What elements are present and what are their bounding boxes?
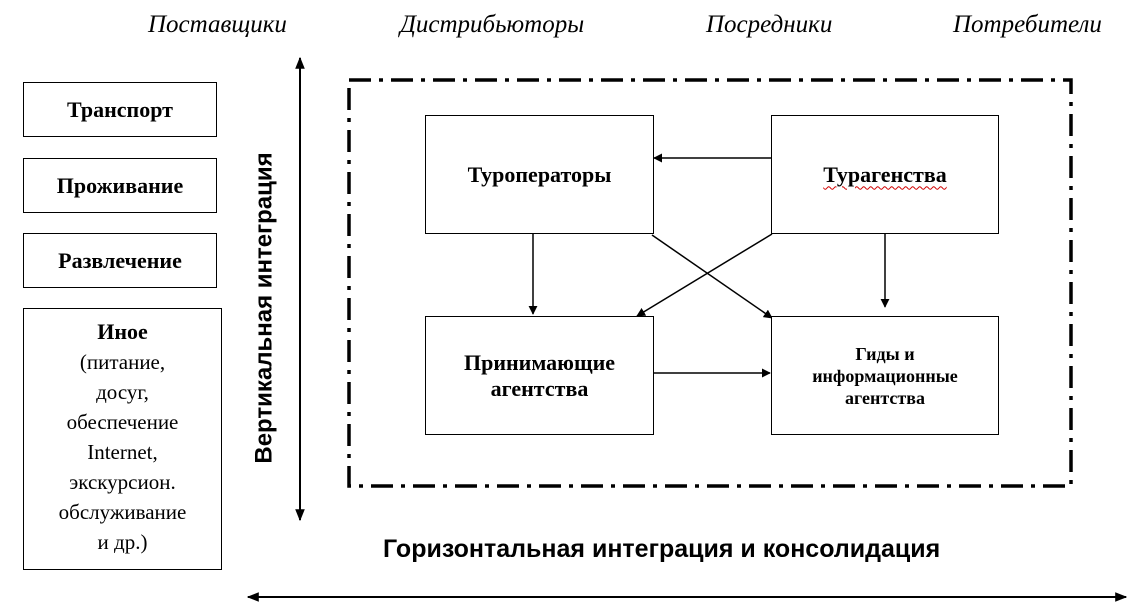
supplier-accommodation-label: Проживание	[56, 172, 184, 198]
header-suppliers: Поставщики	[148, 11, 287, 38]
node-guides-label: Гиды и информационные агентства	[812, 343, 958, 408]
node-receiving-agencies-label: Принимающие агентства	[463, 349, 616, 401]
node-tour-operators-label: Туроператоры	[467, 161, 612, 187]
header-consumers: Потребители	[953, 11, 1102, 38]
header-distributors: Дистрибьюторы	[400, 11, 585, 38]
supplier-accommodation: Проживание	[23, 158, 217, 213]
horizontal-integration-label: Горизонтальная интеграция и консолидация	[383, 535, 941, 563]
supplier-entertainment: Развлечение	[23, 233, 217, 288]
supplier-transport-label: Транспорт	[67, 96, 173, 122]
vertical-integration-label-wrap: Вертикальная интеграция	[248, 115, 282, 500]
vertical-integration-label: Вертикальная интеграция	[251, 151, 278, 464]
node-tour-operators: Туроператоры	[425, 115, 654, 234]
supplier-transport: Транспорт	[23, 82, 217, 137]
header-intermediaries: Посредники	[706, 11, 833, 38]
node-travel-agencies: Турагенства	[771, 115, 999, 234]
node-receiving-agencies: Принимающие агентства	[425, 316, 654, 435]
arrow-agencies-to-receiving	[636, 233, 773, 317]
supplier-other-details: (питание, досуг, обеспечение Internet, э…	[58, 350, 187, 554]
arrow-operators-to-guides	[651, 234, 773, 319]
node-travel-agencies-label: Турагенства	[823, 161, 947, 187]
integration-frame	[347, 78, 1073, 488]
supplier-other: Иное (питание, досуг, обеспечение Intern…	[23, 308, 222, 570]
supplier-entertainment-label: Развлечение	[58, 247, 182, 273]
supplier-other-title: Иное	[97, 319, 148, 344]
node-guides: Гиды и информационные агентства	[771, 316, 999, 435]
